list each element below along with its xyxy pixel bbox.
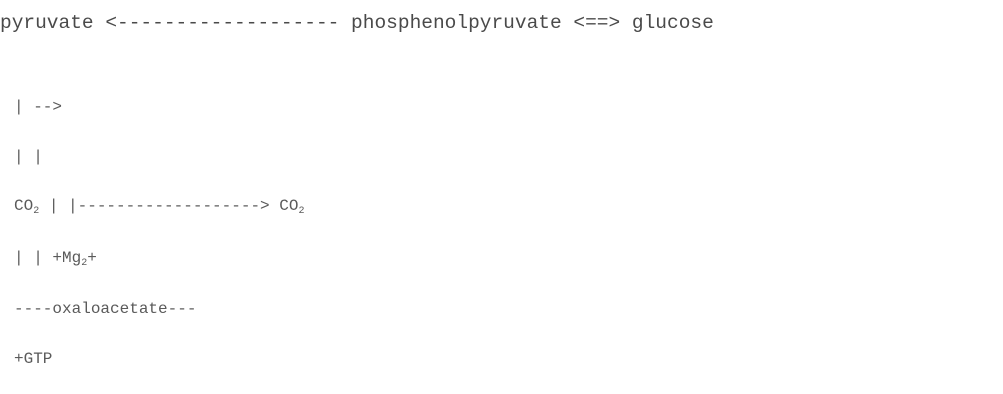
mg-line: | | +Mg2+	[14, 250, 97, 269]
vertical-bars-line: | |	[14, 148, 43, 166]
pyruvate-glucose-line: pyruvate <------------------- phosphenol…	[0, 12, 714, 34]
mg-label: | | +Mg	[14, 249, 82, 267]
oxaloacetate-line: ----oxaloacetate---	[14, 300, 197, 318]
co2-left-label: CO	[14, 197, 34, 215]
co2-arrow: | |-------------------> CO	[39, 197, 299, 215]
mg-charge: +	[87, 249, 97, 267]
gtp-line: +GTP	[14, 350, 53, 368]
arrow-line: | -->	[14, 98, 63, 116]
mg-subscript: 2	[81, 258, 88, 269]
co2-line: CO2 | |-------------------> CO2	[14, 198, 304, 217]
co2-left-subscript: 2	[33, 206, 40, 217]
co2-right-subscript: 2	[298, 206, 305, 217]
